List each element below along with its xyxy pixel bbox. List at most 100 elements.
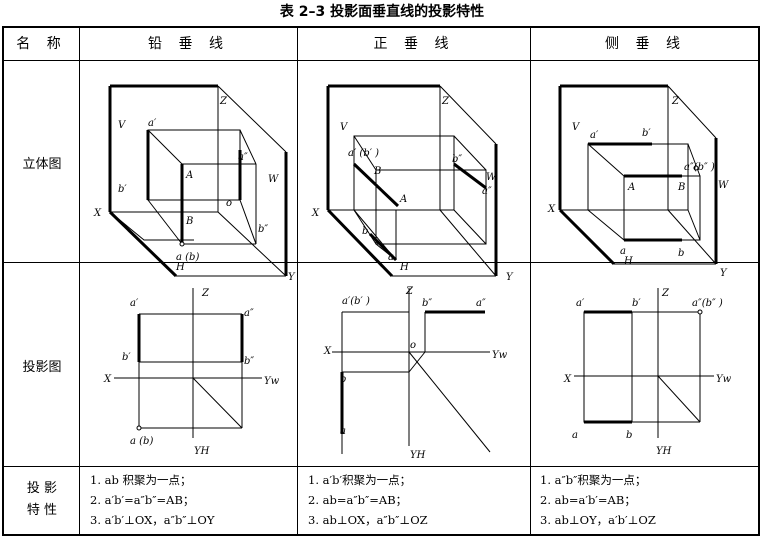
projection-table: 名 称 铅 垂 线 正 垂 线 侧 垂 线 立体图 投影图 投 影 特 性	[2, 26, 760, 536]
header-profile-line: 侧 垂 线	[605, 36, 686, 52]
property-item: 1. a″b″积聚为一点；	[540, 473, 647, 487]
label-b-double-prime: b″	[244, 356, 254, 367]
row-label-property: 投 影 特 性	[4, 478, 80, 522]
label-a-double-prime: a″	[476, 298, 486, 309]
row-divider	[4, 60, 758, 61]
label-b: b	[362, 226, 368, 237]
label-B: B	[677, 182, 685, 193]
solid-view-frontal: V Z a′ (b′ ) B b″ W A a″ X b a H Y	[311, 84, 514, 283]
property-list-vertical: 1. ab 积聚为一点； 2. a′b′=a″b″=AB； 3. a′b′⊥OX…	[90, 470, 214, 530]
label-X: X	[547, 204, 556, 215]
label-Y-W: Yw	[716, 374, 732, 385]
label-W: W	[486, 172, 497, 183]
label-b: b	[626, 430, 632, 441]
column-divider	[530, 28, 531, 534]
label-V: V	[572, 122, 581, 133]
label-W: W	[718, 180, 729, 191]
label-Z: Z	[441, 96, 450, 107]
row-divider	[4, 466, 758, 467]
label-a: a	[340, 426, 346, 437]
label-a-double-prime: a″	[482, 186, 492, 197]
label-X: X	[563, 374, 572, 385]
label-X: X	[103, 374, 112, 385]
label-Z: Z	[201, 288, 210, 299]
label-a-b: a (b)	[130, 436, 153, 447]
label-X: X	[93, 208, 102, 219]
label-b-double-prime: b″	[452, 154, 462, 165]
row-label-projection: 投影图	[22, 360, 62, 375]
row-label-property-line2: 特 性	[26, 503, 58, 518]
label-a-prime: a′	[590, 130, 599, 141]
label-a-b-double-prime: a″(b″ )	[692, 298, 723, 309]
label-B: B	[373, 166, 381, 177]
label-H: H	[399, 262, 409, 273]
label-a-b-double-prime: a″(b″ )	[684, 162, 715, 173]
label-a-b: a (b)	[176, 252, 199, 263]
label-Z: Z	[661, 288, 670, 299]
property-item: 1. ab 积聚为一点；	[90, 473, 192, 487]
label-Z: Z	[219, 96, 228, 107]
label-A: A	[185, 170, 193, 181]
label-b: b	[340, 374, 346, 385]
label-Y-W: Yw	[492, 350, 508, 361]
label-a-double-prime: a″	[238, 152, 248, 163]
label-a-prime: a′	[130, 298, 139, 309]
label-o: o	[410, 340, 416, 351]
property-item: 2. ab=a′b′=AB；	[540, 493, 636, 507]
property-item: 3. ab⊥OY，a′b′⊥OZ	[540, 513, 656, 527]
property-item: 2. ab=a″b″=AB；	[308, 493, 408, 507]
label-B: B	[185, 216, 193, 227]
label-a-b-prime: a′(b′ )	[342, 296, 370, 307]
property-item: 3. a′b′⊥OX，a″b″⊥OY	[90, 513, 215, 527]
label-Y: Y	[506, 272, 514, 283]
projection-view-profile: a′ b′ Z a″(b″ ) X Yw a b YH	[563, 288, 732, 457]
property-list-profile: 1. a″b″积聚为一点； 2. ab=a′b′=AB； 3. ab⊥OY，a′…	[540, 470, 656, 530]
row-label-property-line1: 投 影	[26, 481, 58, 496]
label-H: H	[175, 262, 185, 273]
column-divider	[79, 28, 80, 534]
label-a: a	[388, 252, 394, 263]
label-A: A	[399, 194, 407, 205]
property-list-frontal: 1. a′b′积聚为一点； 2. ab=a″b″=AB； 3. ab⊥OX，a″…	[308, 470, 428, 530]
projection-view-frontal: a′(b′ ) Z b″ a″ X o Yw b a YH	[323, 286, 508, 461]
row-label-solid: 立体图	[22, 157, 62, 172]
solid-view-profile: V Z a′ b′ a″(b″ ) W A B X a b H Y	[547, 84, 729, 279]
label-V: V	[118, 120, 127, 131]
label-a-prime: a′	[148, 118, 157, 129]
label-b-prime: b′	[118, 184, 127, 195]
label-a: a	[620, 246, 626, 257]
label-b-prime: b′	[642, 128, 651, 139]
label-X: X	[311, 208, 320, 219]
solid-view-vertical: V Z a′ a″ W b′ A o X B b″ a (b) H Y	[93, 84, 296, 283]
property-item: 2. a′b′=a″b″=AB；	[90, 493, 195, 507]
label-a-double-prime: a″	[244, 308, 254, 319]
header-frontal-line: 正 垂 线	[373, 36, 455, 52]
label-Y: Y	[720, 268, 728, 279]
label-A: A	[627, 182, 635, 193]
label-Y: Y	[288, 272, 296, 283]
column-divider	[297, 28, 298, 534]
projection-view-vertical: a′ Z a″ b′ b″ X Yw a (b) YH	[103, 288, 280, 457]
label-a-prime: a′	[576, 298, 585, 309]
label-V: V	[340, 122, 349, 133]
label-Z: Z	[405, 286, 414, 297]
label-H: H	[623, 256, 633, 267]
label-b-double-prime: b″	[422, 298, 432, 309]
row-divider	[4, 262, 758, 263]
label-a-b-prime: a′ (b′ )	[348, 148, 379, 159]
label-Y-H: YH	[656, 446, 672, 457]
label-b-double-prime: b″	[258, 224, 268, 235]
label-X: X	[323, 346, 332, 357]
header-vertical-line: 铅 垂 线	[148, 36, 229, 52]
label-b-prime: b′	[122, 352, 131, 363]
label-W: W	[268, 174, 279, 185]
label-Y-H: YH	[410, 450, 426, 461]
table-caption: 表 2–3 投影面垂直线的投影特性	[279, 4, 485, 20]
label-b-prime: b′	[632, 298, 641, 309]
label-Z: Z	[671, 96, 680, 107]
header-name: 名 称	[16, 36, 67, 52]
label-o: o	[226, 198, 232, 209]
property-item: 3. ab⊥OX，a″b″⊥OZ	[308, 513, 428, 527]
label-b: b	[678, 248, 684, 259]
property-item: 1. a′b′积聚为一点；	[308, 473, 412, 487]
